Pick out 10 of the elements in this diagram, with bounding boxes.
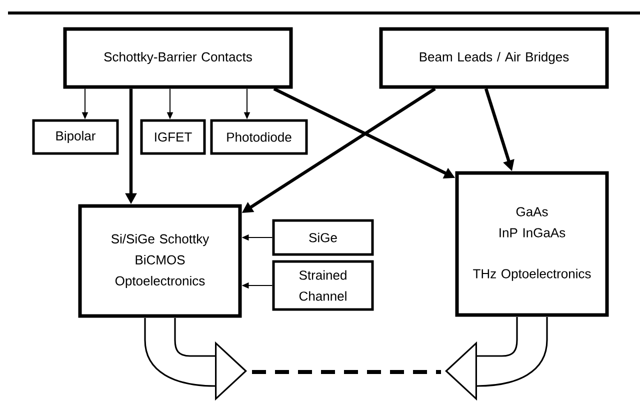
box: Schottky-Barrier Contacts — [63, 27, 293, 89]
box: GaAs InP InGaAs THz Optoelectronics — [455, 171, 609, 317]
box: Bipolar — [32, 119, 119, 155]
block-arrow — [445, 316, 548, 401]
box: Si/SiGe Schottky BiCMOS Optoelectronics — [78, 204, 242, 318]
box: IGFET — [140, 119, 206, 155]
box: SiGe — [272, 219, 374, 256]
box: Beam Leads / Air Bridges — [379, 27, 609, 89]
box: Strained Channel — [272, 260, 374, 311]
box: Photodiode — [210, 119, 308, 155]
